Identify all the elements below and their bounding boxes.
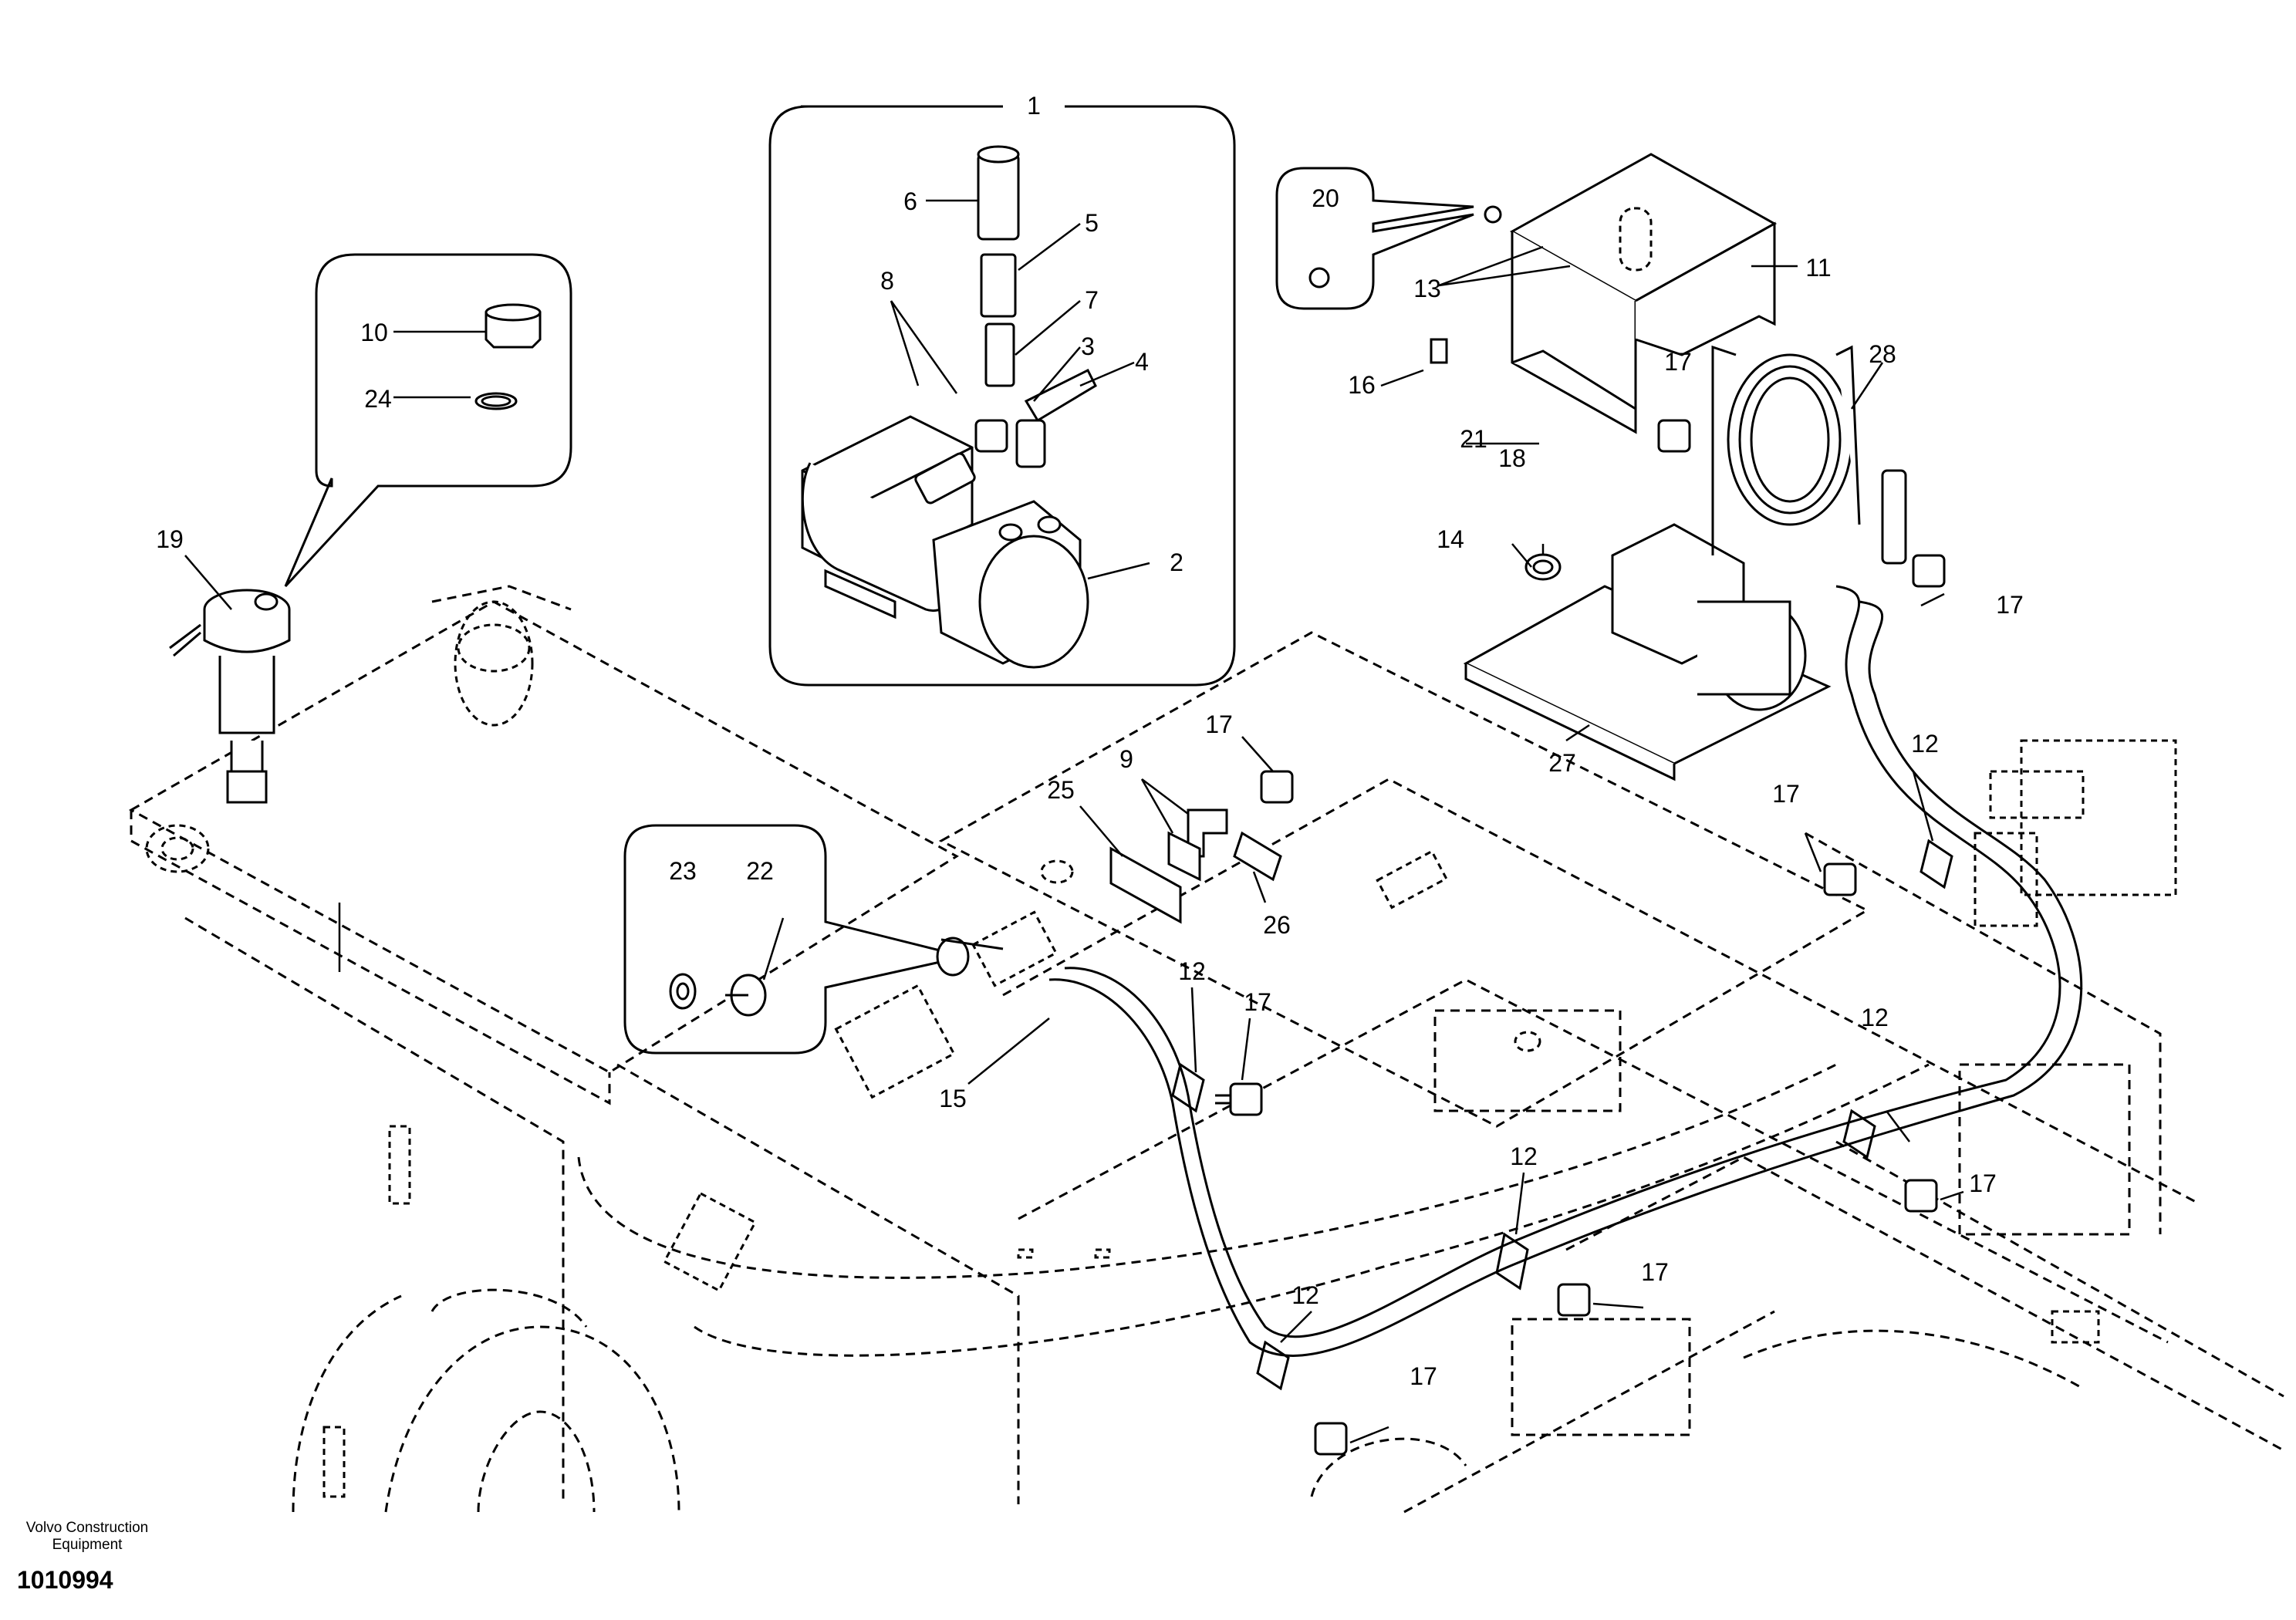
callout-label: 5 <box>1085 209 1099 237</box>
cover-and-bracket <box>1308 153 1907 781</box>
callout-label: 17 <box>1205 710 1233 738</box>
machine-frame-outline <box>128 585 2284 1514</box>
callout-label: 18 <box>1498 444 1526 472</box>
pump-assembly-detail <box>801 145 1097 669</box>
bolts <box>1215 419 1946 1456</box>
company-name: Volvo Construction Equipment <box>25 1520 149 1553</box>
callout-label: 11 <box>1805 254 1831 282</box>
clamp-brackets <box>669 808 1282 1017</box>
callout-label: 12 <box>1292 1281 1319 1309</box>
callout-label: 1 <box>1027 92 1041 120</box>
callout-label: 10 <box>360 319 388 346</box>
callout-label: 13 <box>1413 275 1441 302</box>
callout-label: 12 <box>1861 1004 1889 1031</box>
callout-label: 17 <box>1244 988 1271 1016</box>
callout-label: 17 <box>1996 591 2024 619</box>
detail-boxes <box>284 105 1474 1055</box>
callout-label: 9 <box>1119 745 1133 773</box>
callout-label: 17 <box>1410 1362 1437 1390</box>
hose-lines <box>1048 585 2083 1391</box>
callout-label: 20 <box>1312 184 1339 212</box>
callout-label: 15 <box>939 1085 967 1112</box>
callout-label: 25 <box>1047 776 1075 804</box>
drawing-number: 1010994 <box>17 1566 113 1594</box>
callout-label: 21 <box>1460 425 1487 453</box>
plug-detail-box <box>623 824 965 1055</box>
callout-label: 2 <box>1170 548 1183 576</box>
callout-label: 3 <box>1081 332 1095 360</box>
callout-label: 12 <box>1510 1142 1538 1170</box>
callout-label: 16 <box>1348 371 1376 399</box>
callout-label: 17 <box>1969 1169 1997 1197</box>
callout-label: 17 <box>1641 1258 1669 1286</box>
callout-label: 28 <box>1869 340 1896 368</box>
callout-label: 8 <box>880 267 894 295</box>
callout-label: 26 <box>1263 911 1291 939</box>
callout-label: 19 <box>156 525 184 553</box>
callout-label: 14 <box>1437 525 1464 553</box>
callout-label: 24 <box>364 385 392 413</box>
clip-detail-box <box>1275 167 1474 310</box>
callout-label: 4 <box>1135 348 1149 376</box>
callout-label: 27 <box>1548 749 1576 777</box>
leader-lines <box>184 199 1964 1444</box>
filler-detail-box <box>284 253 572 588</box>
frame-detail-marks <box>145 600 2177 1498</box>
filler-cap-and-breather <box>169 303 542 804</box>
callout-labels: 1 2 3 4 5 6 7 8 9 10 11 12 12 12 12 12 1… <box>156 92 2024 1390</box>
callout-label: 7 <box>1085 286 1099 314</box>
callout-label: 22 <box>746 857 774 885</box>
callout-label: 17 <box>1664 348 1692 376</box>
callout-label: 17 <box>1772 780 1800 808</box>
callout-label: 23 <box>669 857 697 885</box>
callout-label: 6 <box>903 187 917 215</box>
callout-label: 12 <box>1178 957 1206 985</box>
callout-label: 12 <box>1911 730 1939 758</box>
